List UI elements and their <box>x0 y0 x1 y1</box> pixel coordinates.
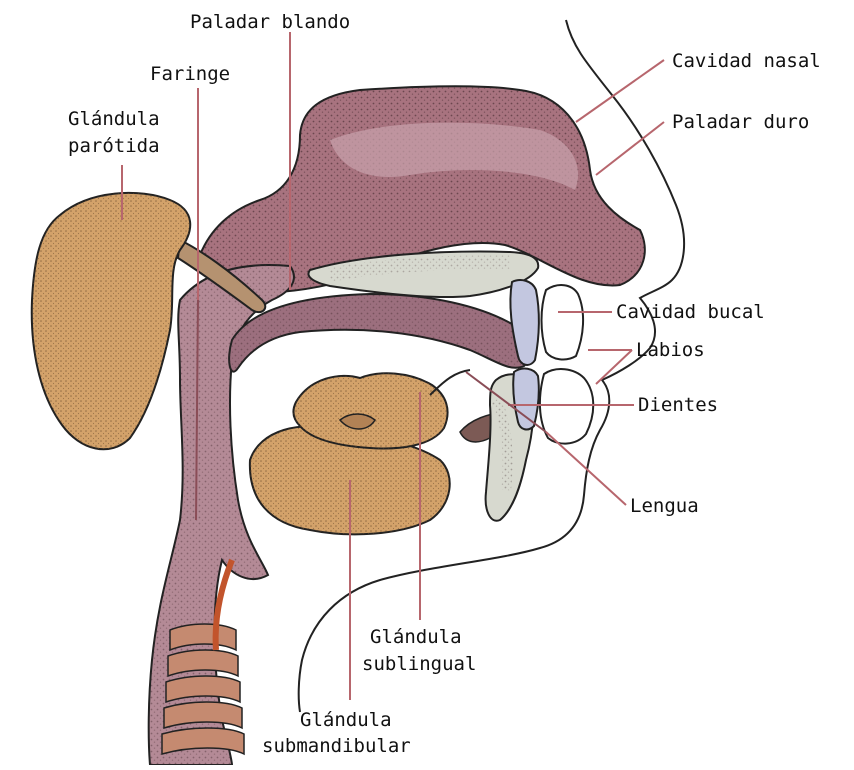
label-faringe: Faringe <box>150 63 230 85</box>
leader-cavidad-nasal <box>576 60 664 122</box>
leader-paladar-duro <box>596 122 664 175</box>
lower-teeth <box>513 369 539 430</box>
label-glandula-sublingual-line2: sublingual <box>362 653 476 675</box>
label-dientes: Dientes <box>638 394 718 416</box>
label-paladar-blando: Paladar blando <box>190 11 350 33</box>
label-labios: Labios <box>636 339 705 361</box>
trachea-rings <box>162 624 244 754</box>
label-glandula-parotida-line1: Glándula <box>68 108 160 130</box>
label-glandula-parotida-line2: parótida <box>68 135 160 157</box>
label-glandula-submandibular-line1: Glándula <box>300 709 392 731</box>
label-lengua: Lengua <box>630 495 699 517</box>
leader-lengua <box>546 432 626 505</box>
label-glandula-submandibular-line2: submandibular <box>262 735 411 757</box>
label-cavidad-bucal: Cavidad bucal <box>616 301 765 323</box>
upper-lip <box>542 285 584 359</box>
label-paladar-duro: Paladar duro <box>672 111 809 133</box>
label-glandula-sublingual-line1: Glándula <box>370 626 462 648</box>
label-cavidad-nasal: Cavidad nasal <box>672 50 821 72</box>
